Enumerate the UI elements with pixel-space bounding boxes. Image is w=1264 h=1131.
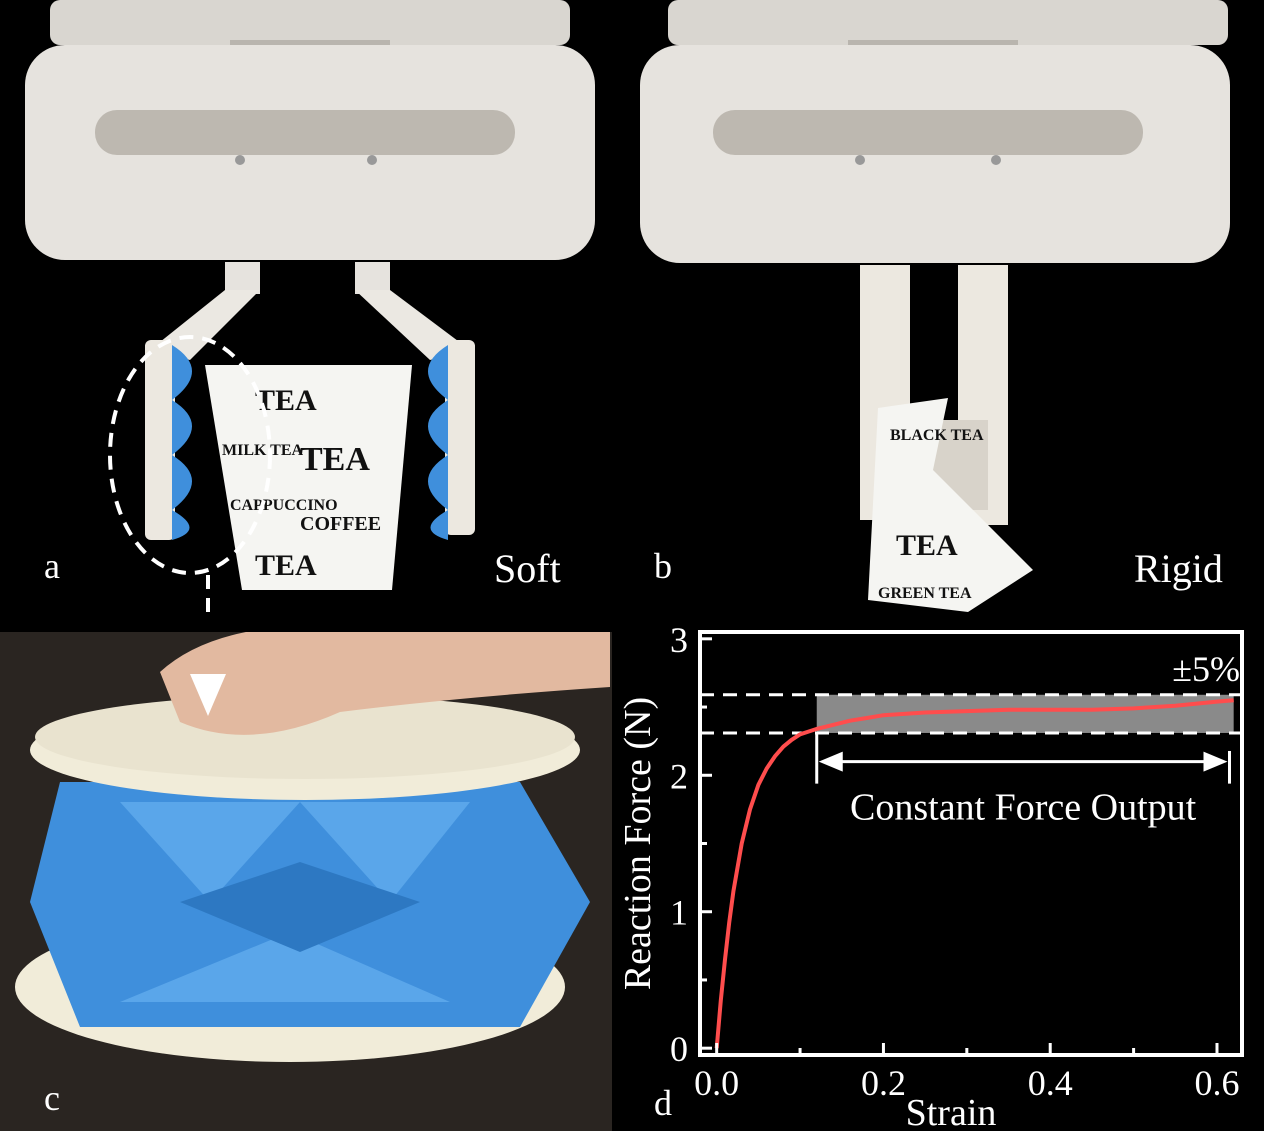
cup-text: BLACK TEA bbox=[890, 427, 984, 444]
right-soft-actuator bbox=[428, 345, 448, 540]
zoom-arrow-head bbox=[190, 674, 226, 716]
screw-icon bbox=[991, 155, 1001, 165]
cup-text: COFFEE bbox=[300, 513, 381, 535]
left-finger-frame bbox=[145, 340, 175, 540]
gripper-recess bbox=[713, 110, 1143, 155]
actuator-illustration bbox=[0, 632, 612, 1131]
y-tick-label: 3 bbox=[670, 620, 688, 660]
arrow-head-right-icon bbox=[1203, 751, 1228, 772]
gripper-top-mount bbox=[668, 0, 1228, 45]
cup-text: MILK TEA bbox=[222, 442, 304, 459]
arrow-label: Constant Force Output bbox=[850, 787, 1197, 829]
paper-cup bbox=[205, 365, 412, 590]
cup-text: TEA bbox=[300, 441, 370, 478]
cup-text: TEA bbox=[896, 529, 958, 562]
gripper-top-mount bbox=[50, 0, 570, 45]
panel-label-b: b bbox=[654, 546, 672, 586]
left-arm bbox=[150, 290, 260, 360]
actuator-facet bbox=[120, 802, 300, 902]
rigid-gripper-illustration: BLACK TEA TEA GREEN TEA bbox=[640, 0, 1230, 612]
cup-text: GREEN TEA bbox=[878, 585, 972, 602]
panel-tag-soft: Soft bbox=[494, 546, 561, 591]
screw-icon bbox=[235, 155, 245, 165]
left-soft-actuator bbox=[172, 345, 192, 540]
panel-label-c: c bbox=[44, 1078, 60, 1118]
right-arm bbox=[355, 290, 470, 360]
actuator-facet bbox=[300, 802, 470, 902]
arrow-head-left-icon bbox=[818, 751, 843, 772]
x-tick-label: 0.6 bbox=[1194, 1063, 1239, 1103]
series-line bbox=[714, 698, 1234, 1049]
panel-b-rigid-gripper: BLACK TEA TEA GREEN TEA b Rigid bbox=[628, 0, 1264, 620]
cup-text: CAPPUCCINO bbox=[230, 497, 338, 514]
right-finger-frame bbox=[445, 340, 475, 535]
cup-text: TEA bbox=[255, 549, 317, 582]
gripper-recess bbox=[95, 110, 515, 155]
x-axis-label: Strain bbox=[906, 1092, 997, 1131]
fingertip bbox=[160, 632, 610, 735]
screw-icon bbox=[855, 155, 865, 165]
crushed-cup bbox=[868, 398, 1033, 612]
actuator-fold bbox=[180, 862, 420, 952]
y-tick-label: 1 bbox=[670, 893, 688, 933]
band-label: ±5% bbox=[1172, 649, 1240, 689]
soft-gripper-illustration: TEA MILK TEA TEA CAPPUCCINO COFFEE TEA bbox=[25, 0, 595, 620]
y-tick-label: 2 bbox=[670, 756, 688, 796]
highlight-ellipse bbox=[108, 335, 272, 575]
panel-a-soft-gripper: TEA MILK TEA TEA CAPPUCCINO COFFEE TEA a… bbox=[0, 0, 620, 620]
panel-c-actuator-closeup: c bbox=[0, 632, 612, 1131]
y-axis-label: Reaction Force (N) bbox=[617, 697, 659, 990]
panel-label-d: d bbox=[654, 1083, 672, 1123]
x-tick-label: 0.2 bbox=[861, 1063, 906, 1103]
right-arm-mount bbox=[355, 262, 390, 294]
panel-tag-rigid: Rigid bbox=[1134, 546, 1223, 591]
y-tick-label: 0 bbox=[670, 1029, 688, 1069]
x-tick-label: 0.4 bbox=[1028, 1063, 1073, 1103]
left-arm-mount bbox=[225, 262, 260, 294]
crushed-cup-print: BLACK TEA TEA GREEN TEA bbox=[878, 427, 984, 602]
panel-label-a: a bbox=[44, 546, 60, 586]
actuator-facet bbox=[120, 932, 450, 1002]
top-disk-surface bbox=[35, 695, 575, 779]
screw-icon bbox=[367, 155, 377, 165]
cup-print: TEA MILK TEA TEA CAPPUCCINO COFFEE TEA bbox=[222, 384, 381, 582]
x-tick-label: 0.0 bbox=[694, 1063, 739, 1103]
